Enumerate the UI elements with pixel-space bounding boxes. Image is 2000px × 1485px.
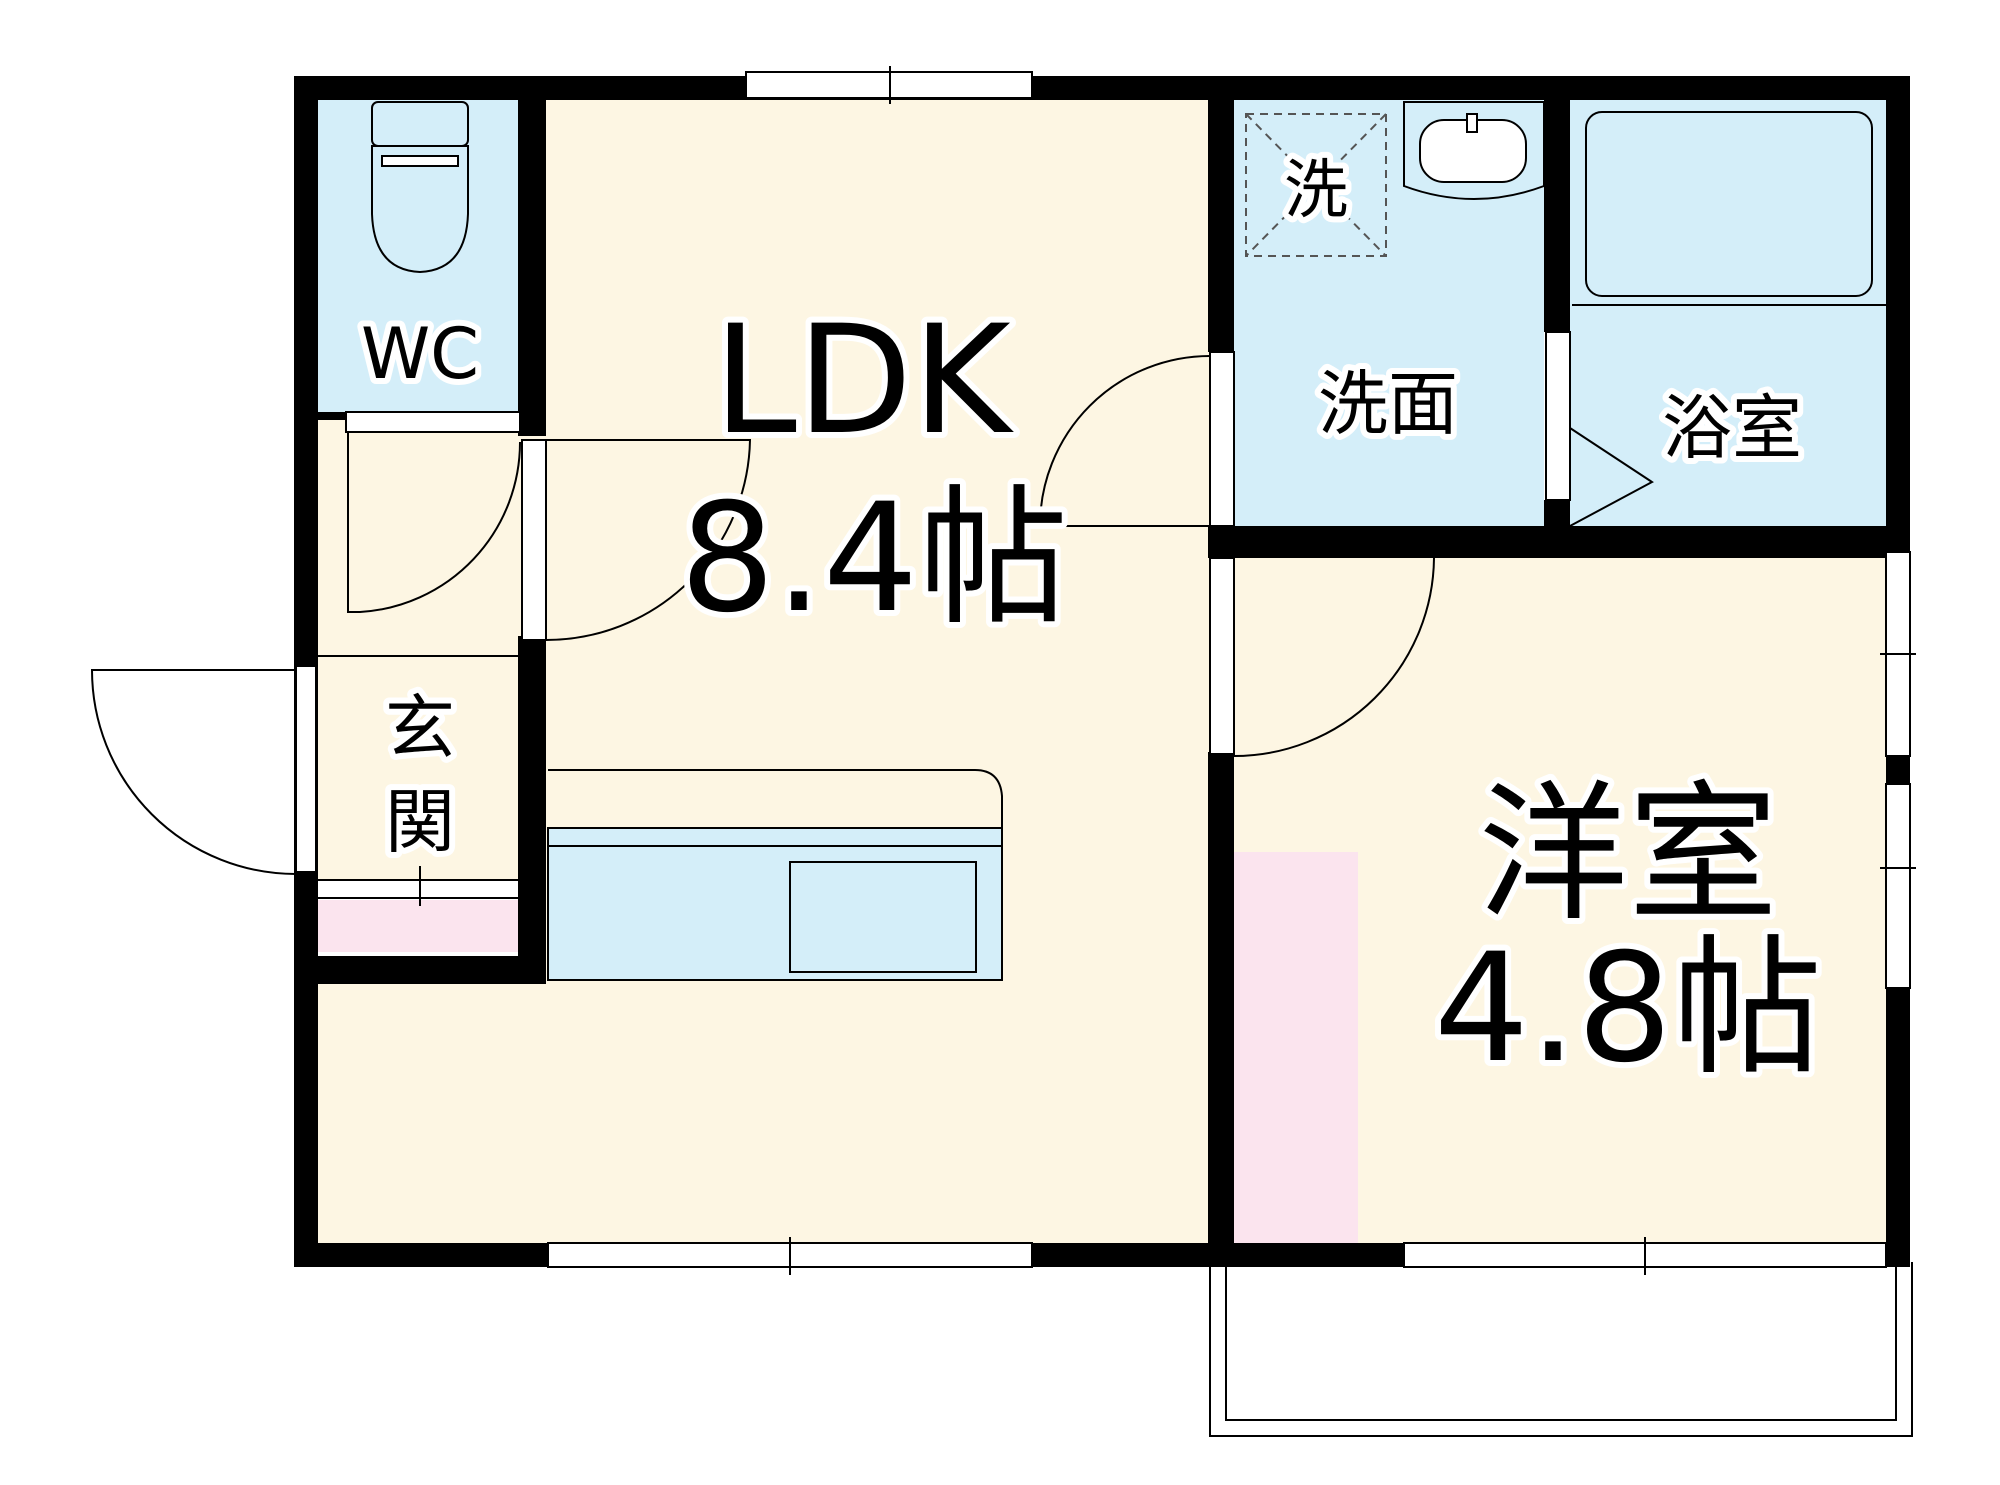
balcony [1209, 1262, 1913, 1437]
window-western-right-2 [1885, 783, 1911, 989]
closet-floor [1232, 852, 1358, 1243]
toilet-fixture [371, 101, 469, 274]
kitchen-sink [789, 861, 977, 973]
kitchen-counter [547, 769, 1003, 981]
ldk-size: 8.4帖 [680, 472, 1069, 646]
doors [90, 331, 1654, 906]
floor-fills [316, 98, 1886, 1243]
washroom-name: 洗面 [1318, 363, 1458, 445]
western-name: 洋室 [1478, 768, 1778, 942]
western-size: 4.8帖 [1434, 922, 1823, 1096]
entrance-name-2: 関 [385, 781, 455, 863]
wc-door-gap [345, 411, 521, 433]
entrance-name-1: 玄 [385, 687, 455, 769]
shoe-box [318, 900, 520, 952]
washer-label: 洗 [1284, 154, 1348, 228]
washroom-fixtures [1245, 101, 1545, 257]
entrance-floor [316, 652, 522, 880]
bath-name: 浴室 [1662, 387, 1802, 469]
ldk-lower-floor [316, 972, 1210, 1243]
room-labels: LDK 8.4帖 洋室 4.8帖 WC 洗面 洗 浴室 玄 関 [355, 148, 1828, 1102]
entrance-door [295, 665, 317, 873]
ldk-name: LDK [713, 294, 1014, 468]
bathtub [1572, 111, 1886, 306]
hall-floor [316, 420, 540, 660]
washer-space [1245, 113, 1387, 257]
windows [345, 66, 1916, 1275]
wc-name: WC [361, 313, 479, 395]
